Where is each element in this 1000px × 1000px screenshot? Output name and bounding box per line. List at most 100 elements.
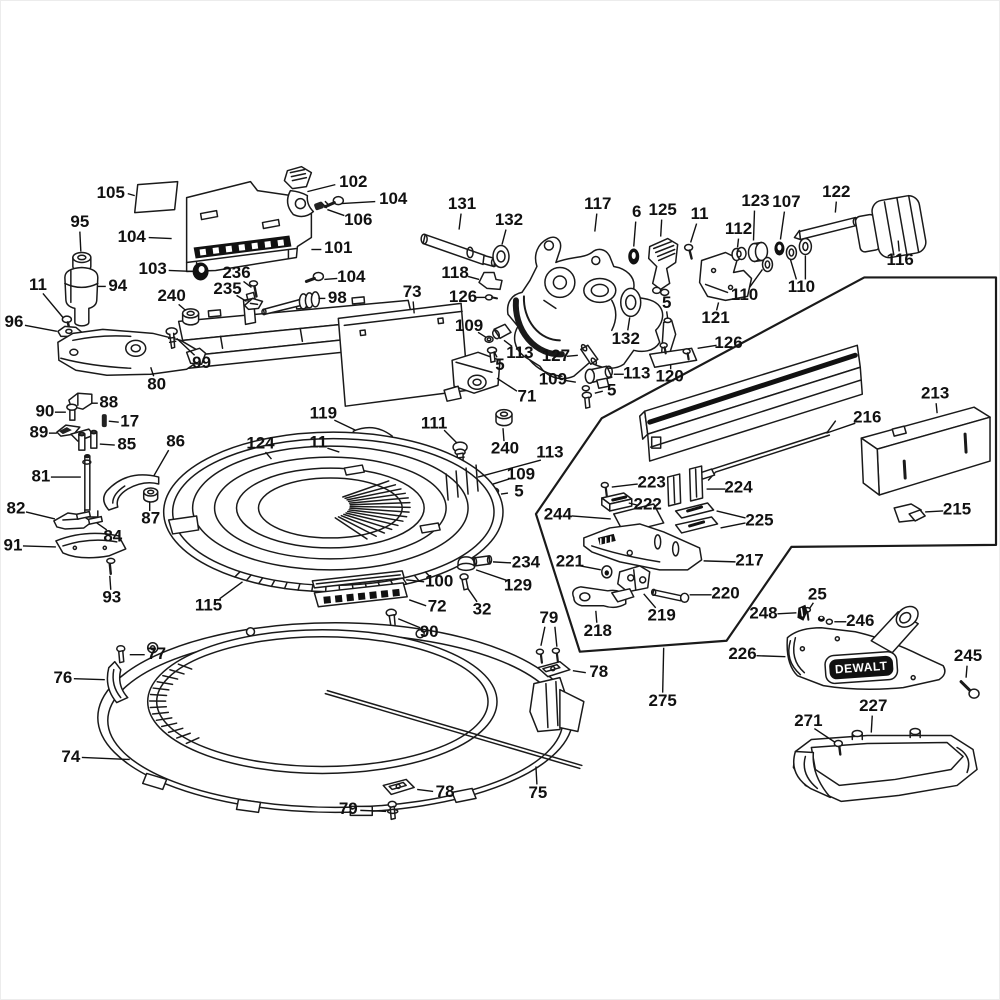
part-86-arm [103, 474, 160, 511]
part-label-96: 96 [5, 312, 24, 331]
part-label-109: 109 [539, 370, 567, 389]
part-215-clip [893, 503, 926, 523]
part-label-221: 221 [556, 551, 584, 570]
part-78-pad-a [537, 660, 571, 678]
leader-line [109, 575, 112, 590]
leader-line [566, 354, 578, 357]
part-label-99: 99 [192, 353, 211, 372]
part-label-219: 219 [648, 605, 676, 624]
part-246-nuts [817, 615, 834, 625]
leader-line [493, 350, 498, 358]
leader-line [808, 602, 814, 610]
part-label-224: 224 [724, 478, 753, 497]
leader-line [22, 545, 56, 548]
part-227-dust-duct [792, 727, 978, 803]
part-label-11: 11 [29, 275, 47, 294]
leader-line [611, 483, 638, 488]
part-label-5: 5 [514, 482, 523, 501]
leader-line [168, 269, 193, 273]
leader-line [594, 213, 598, 232]
leader-line [458, 213, 462, 230]
part-label-105: 105 [97, 183, 125, 202]
part-label-71: 71 [518, 387, 537, 406]
part-240-bushing-a [181, 308, 200, 326]
part-226-dust-shroud: DEWALT [786, 605, 946, 690]
part-label-85: 85 [117, 435, 136, 454]
part-label-88: 88 [99, 393, 118, 412]
leader-line [720, 522, 746, 529]
part-label-275: 275 [649, 691, 677, 710]
part-label-5: 5 [495, 355, 504, 374]
part-132-washer-b [620, 287, 642, 318]
part-90-screw-a [66, 403, 78, 421]
leader-line [127, 192, 135, 197]
part-label-76: 76 [53, 668, 72, 687]
part-label-126: 126 [714, 333, 742, 352]
part-87-nut [142, 487, 159, 503]
part-105-plate [133, 180, 179, 214]
part-245-screw [959, 680, 980, 699]
part-label-120: 120 [656, 367, 684, 386]
leader-line [496, 377, 518, 392]
part-label-79: 79 [539, 608, 558, 627]
leader-line [935, 403, 938, 414]
leader-line [176, 337, 196, 356]
part-label-223: 223 [638, 473, 666, 492]
part-label-113: 113 [536, 443, 563, 462]
part-label-213: 213 [921, 384, 949, 403]
leader-line [148, 236, 172, 240]
leader-line [360, 809, 387, 813]
part-125-lever [647, 237, 679, 297]
part-126-screw-b [682, 348, 691, 361]
leader-line [397, 618, 421, 629]
part-label-116: 116 [887, 250, 914, 269]
part-label-93: 93 [102, 587, 121, 606]
leader-line [153, 449, 170, 477]
part-label-271: 271 [794, 711, 822, 730]
part-89-clip [56, 424, 95, 442]
part-120-foot-screw [659, 342, 668, 355]
part-label-235: 235 [213, 279, 241, 298]
leader-line [24, 324, 58, 333]
part-91-plate [55, 532, 127, 559]
part-94-knob [64, 266, 99, 327]
leader-line [25, 511, 56, 520]
leader-line [475, 569, 509, 582]
part-221-nut [601, 565, 613, 579]
part-117-housing [506, 236, 664, 380]
part-label-216: 216 [853, 408, 881, 427]
leader-line [595, 610, 598, 623]
part-label-17: 17 [120, 412, 139, 431]
part-115-turntable [162, 431, 504, 593]
leader-line [572, 669, 586, 674]
part-85-pins [78, 429, 98, 451]
leader-line [108, 420, 119, 423]
part-label-104: 104 [337, 267, 366, 286]
part-label-113: 113 [623, 364, 650, 383]
part-80-clamp-base [57, 328, 207, 376]
dewalt-logo-text: DEWALT [835, 659, 889, 677]
leader-line [81, 756, 130, 761]
part-label-104: 104 [118, 227, 147, 246]
part-236-screw [248, 280, 259, 298]
leader-line [594, 390, 603, 394]
leader-line [715, 302, 720, 311]
part-label-248: 248 [749, 603, 777, 622]
part-99-screw [165, 327, 178, 350]
leader-line [925, 510, 944, 513]
part-label-107: 107 [772, 192, 800, 211]
part-label-115: 115 [195, 595, 222, 614]
part-213-box [860, 406, 991, 496]
part-76-bracket [106, 660, 129, 704]
part-label-94: 94 [108, 276, 127, 295]
leader-line [501, 229, 507, 245]
part-102-lever [283, 165, 315, 218]
part-112-nut [731, 246, 747, 262]
part-label-227: 227 [859, 696, 887, 715]
part-label-132: 132 [495, 210, 523, 229]
leader-line [748, 269, 764, 288]
part-label-244: 244 [544, 504, 573, 523]
part-label-25: 25 [808, 584, 827, 603]
leader-line [502, 428, 505, 442]
